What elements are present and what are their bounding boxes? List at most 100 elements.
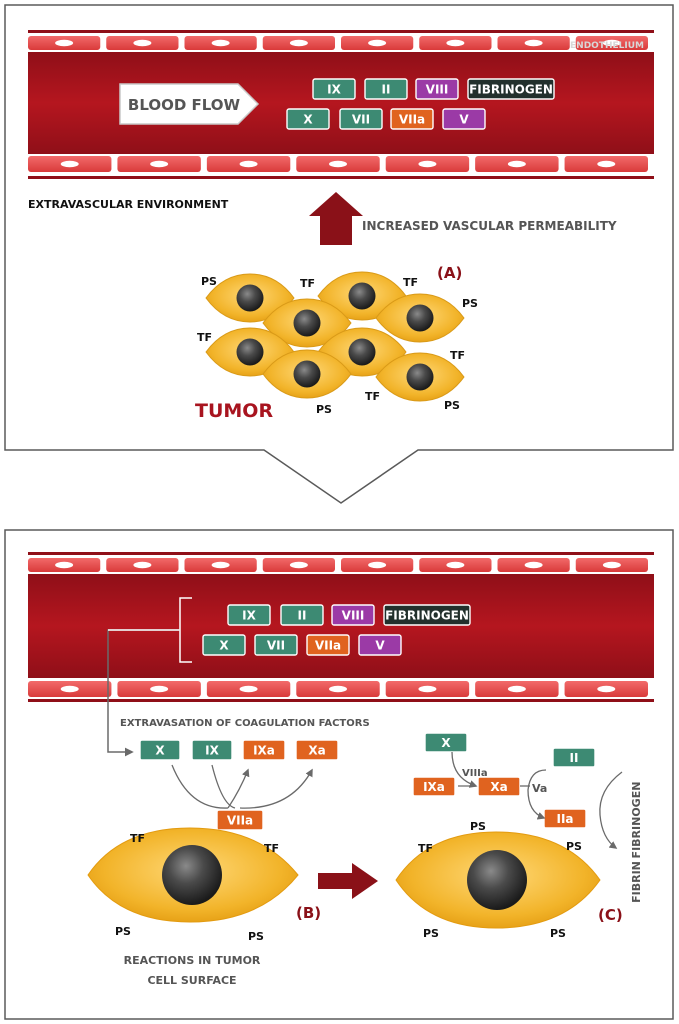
endothelial-nucleus (60, 685, 79, 693)
reaction-ixa-label: IXa (253, 744, 275, 758)
tumor-label-tf-2: TF (403, 276, 418, 289)
cell-c-ps-right: PS (550, 927, 566, 940)
factor-a-vii: VII (339, 108, 383, 130)
endothelial-nucleus (211, 561, 230, 569)
endothelial-nucleus (239, 160, 258, 168)
endothelial-nucleus (329, 160, 347, 168)
factor-a-ii-label: II (382, 83, 391, 97)
endothelial-nucleus (289, 561, 308, 569)
tumor-label-tf-4: TF (450, 349, 465, 362)
tumor-nucleus (348, 338, 376, 366)
cell-b-ps-left: PS (115, 925, 131, 938)
endothelial-nucleus (150, 685, 169, 693)
va-label: Va (532, 782, 547, 795)
panel-c-letter: (C) (598, 906, 623, 924)
viia-box: VIIa (216, 809, 264, 831)
factor-b-viia-label: VIIa (315, 639, 341, 653)
tumor-nucleus (406, 304, 434, 332)
endothelial-nucleus (133, 39, 152, 47)
cell-b-ps-right: PS (248, 930, 264, 943)
endothelial-nucleus (597, 685, 616, 693)
factor-a-viia: VIIa (390, 108, 434, 130)
reaction-viia: VIIa (216, 809, 264, 831)
tumor-nucleus (293, 309, 321, 337)
endothelial-nucleus (418, 685, 437, 693)
tumor-label-ps-2: PS (462, 297, 478, 310)
factor-a-ix-label: IX (327, 83, 341, 97)
cascade-x: X (424, 732, 468, 753)
factor-b-x: X (202, 634, 246, 656)
cascade-xa: Xa (477, 776, 521, 797)
permeability-label: INCREASED VASCULAR PERMEABILITY (362, 219, 617, 233)
tumor-cell-b (87, 827, 299, 923)
tumor-cell (262, 349, 352, 399)
cell-c-tf: TF (418, 842, 433, 855)
extravascular-label: EXTRAVASCULAR ENVIRONMENT (28, 198, 229, 211)
reaction-ixa: IXa (242, 739, 286, 761)
endothelial-nucleus (329, 685, 347, 693)
tumor-label-ps-4: PS (444, 399, 460, 412)
reaction-x: X (139, 739, 181, 761)
endothelial-nucleus (368, 561, 387, 569)
factor-a-v: V (442, 108, 486, 130)
cascade-iia-label: IIa (556, 812, 573, 826)
factor-b-fibrinogen: FIBRINOGEN (383, 604, 471, 626)
factor-b-vii: VII (254, 634, 298, 656)
blood-flow-label: BLOOD FLOW (128, 96, 241, 114)
tumor-cell-cluster (205, 271, 465, 402)
reaction-viia-label: VIIa (227, 814, 253, 828)
reaction-xa: Xa (295, 739, 339, 761)
factor-b-v-label: V (375, 639, 385, 653)
tumor-nucleus (236, 338, 264, 366)
cascade-ixa-label: IXa (423, 780, 445, 794)
tumor-nucleus (293, 360, 321, 388)
tumor-label-tf-5: TF (365, 390, 380, 403)
endothelial-nucleus (597, 160, 616, 168)
reaction-x-label: X (155, 744, 165, 758)
endothelial-nucleus (524, 39, 543, 47)
factor-a-fibrinogen-label: FIBRINOGEN (469, 83, 553, 97)
tumor-cell (205, 273, 295, 323)
endothelial-nucleus (133, 561, 152, 569)
permeability-arrow (309, 192, 363, 245)
viiia-label: VIIIa (462, 768, 488, 779)
tumor-label-tf-3: TF (197, 331, 212, 344)
endothelial-nucleus (60, 160, 79, 168)
endothelial-nucleus (507, 685, 526, 693)
tumor-label: TUMOR (195, 400, 273, 422)
reactions-caption-line1: REACTIONS IN TUMOR (124, 954, 261, 967)
nucleus-c (467, 850, 527, 910)
panel-a-letter: (A) (437, 264, 462, 282)
endothelial-nucleus (211, 39, 230, 47)
factor-b-ix: IX (227, 604, 271, 626)
cascade-ii-label: II (570, 751, 579, 765)
reactions-caption-line2: CELL SURFACE (147, 974, 236, 987)
cascade-x-label: X (441, 736, 451, 750)
endothelial-nucleus (55, 561, 74, 569)
tumor-cell (375, 293, 465, 343)
cell-b-tf-right: TF (264, 842, 279, 855)
reaction-arrows (171, 764, 313, 809)
endothelial-nucleus (368, 39, 387, 47)
endothelial-nucleus (602, 561, 621, 569)
factor-a-v-label: V (459, 113, 469, 127)
cascade-iia: IIa (543, 808, 587, 829)
factor-a-vii-label: VII (352, 113, 370, 127)
endothelial-nucleus (55, 39, 74, 47)
cascade-boxes: X IXa Xa II IIa (412, 732, 596, 829)
cascade-arrows (451, 751, 623, 849)
tumor-label-tf-1: TF (300, 277, 315, 290)
factor-a-ix: IX (312, 78, 356, 100)
endothelial-nucleus (446, 561, 465, 569)
cascade-ixa: IXa (412, 776, 456, 797)
factor-a-viii-label: VIII (426, 83, 449, 97)
tumor-cell (375, 352, 465, 402)
fibrin-label: FIBRIN (630, 861, 643, 903)
endothelial-nucleus (446, 39, 465, 47)
fibrinogen-label: FIBRINOGEN (630, 782, 643, 859)
factor-b-x-label: X (219, 639, 229, 653)
cell-c-ps-top-right: PS (566, 840, 582, 853)
endothelial-nucleus (602, 39, 621, 47)
